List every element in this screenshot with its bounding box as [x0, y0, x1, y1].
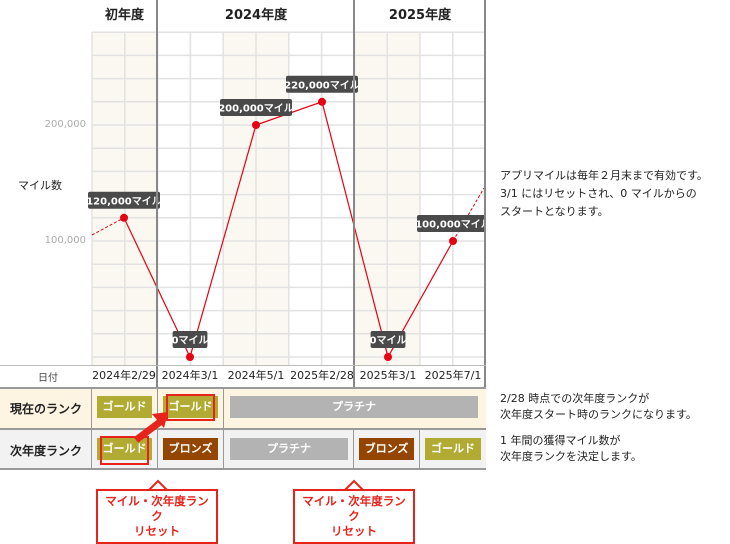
data-label-bg	[286, 75, 358, 93]
miles-line-chart: 120,000マイル 0マイル 200,000マイル 220,000マイル 0マイル 10…	[86, 31, 486, 365]
data-point	[449, 237, 457, 245]
rank-badge-bronze: ブロンズ	[359, 438, 414, 460]
data-label: 0マイル	[370, 335, 407, 347]
date-label: 2024年3/1	[161, 369, 219, 382]
rank-badge-gold: ゴールド	[163, 396, 218, 418]
highlight-box	[166, 394, 215, 421]
data-label-bg	[417, 215, 486, 232]
data-label-bg	[172, 331, 208, 348]
date-label: 2025年2/28	[290, 369, 354, 382]
dashed-line-start	[91, 217, 125, 236]
dashed-line-end	[452, 187, 485, 242]
reset-callout: マイル・次年度ランクリセット	[96, 489, 218, 544]
date-label: 2024年2/29	[92, 369, 156, 382]
date-label: 2024年5/1	[227, 369, 285, 382]
data-label-bg	[220, 99, 292, 116]
date-label: 2025年7/1	[424, 369, 482, 382]
year-header-initial: 初年度	[104, 8, 144, 23]
rank-badge-bronze: ブロンズ	[163, 438, 218, 460]
rank-badge-gold: ゴールド	[97, 438, 152, 460]
data-label: 0マイル	[172, 335, 209, 347]
highlight-box	[100, 436, 149, 465]
y-tick-200000: 200,000	[44, 119, 86, 130]
data-label: 100,000マイル	[415, 219, 486, 231]
expiry-note: アプリマイルは毎年２月末まで有効です。3/1 にはリセットされ、0 マイルからの…	[500, 169, 708, 218]
data-point	[318, 97, 326, 106]
rank-badge-gold: ゴールド	[97, 396, 152, 418]
rank-badge-gold: ゴールド	[425, 438, 481, 460]
y-tick-100000: 100,000	[44, 235, 86, 246]
current-rank-note: 2/28 時点での次年度ランクが次年度スタート時のランクになります。	[500, 392, 697, 421]
arrow-icon	[133, 412, 168, 443]
data-label-bg	[370, 331, 406, 348]
year-divider	[156, 0, 158, 387]
data-point	[186, 353, 194, 361]
year-divider	[353, 0, 355, 387]
data-label: 120,000マイル	[86, 195, 162, 207]
data-label-bg	[88, 191, 160, 209]
rank-badge-platinum: プラチナ	[230, 396, 478, 418]
y-axis-label: マイル数	[18, 179, 62, 192]
data-point	[120, 213, 128, 222]
next-rank-note: 1 年間の獲得マイル数が次年度ランクを決定します。	[500, 434, 642, 463]
data-point	[384, 353, 392, 361]
date-row	[0, 365, 486, 387]
date-label: 2025年3/1	[359, 369, 417, 382]
reset-callout: マイル・次年度ランクリセット	[293, 489, 415, 544]
right-divider	[484, 0, 486, 470]
data-label: 200,000マイル	[218, 103, 294, 115]
data-point	[252, 121, 260, 129]
next-rank-label: 次年度ランク	[10, 444, 83, 458]
year-header-2025: 2025年度	[388, 8, 452, 23]
data-label: 220,000マイル	[284, 79, 360, 91]
x-axis-label: 日付	[38, 373, 58, 384]
rank-badge-platinum: プラチナ	[230, 438, 348, 460]
current-rank-label: 現在のランク	[10, 402, 83, 416]
year-header-2024: 2024年度	[224, 8, 288, 23]
